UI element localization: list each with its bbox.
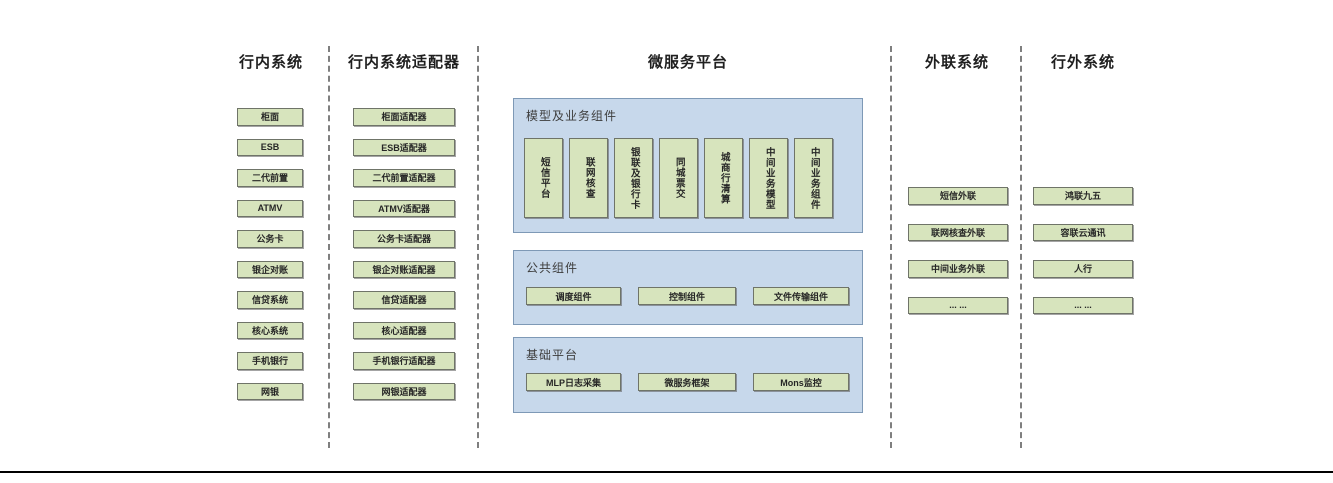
system-box: 柜面 — [237, 108, 303, 126]
component-box: 中间业务模型 — [749, 138, 788, 218]
component-box: 联网核查 — [569, 138, 608, 218]
bottom-rule — [0, 471, 1333, 473]
adapter-box: 手机银行适配器 — [353, 352, 455, 370]
divider-dashed-1 — [328, 46, 330, 448]
panel-model-business-components: 模型及业务组件 短信平台 联网核查 银联及银行卡 同城票交 城商行清算 中间业务… — [513, 98, 863, 233]
adapter-box: 公务卡适配器 — [353, 230, 455, 248]
external-link-box: 中间业务外联 — [908, 260, 1008, 278]
system-box: ESB — [237, 138, 303, 156]
panel-label: 模型及业务组件 — [526, 109, 618, 123]
column-title-external-link-systems: 外联系统 — [924, 54, 989, 71]
external-link-box: 短信外联 — [908, 187, 1008, 205]
system-box: 银企对账 — [237, 260, 303, 278]
panel-public-components: 公共组件 调度组件 控制组件 文件传输组件 — [513, 250, 863, 325]
system-box: 公务卡 — [237, 230, 303, 248]
panel-label: 公共组件 — [526, 261, 579, 275]
external-link-box: ... ... — [908, 296, 1008, 314]
inbank-adapters-list: 柜面适配器 ESB适配器 二代前置适配器 ATMV适配器 公务卡适配器 银企对账… — [353, 108, 455, 400]
adapter-box: 银企对账适配器 — [353, 260, 455, 278]
panel-base-platform: 基础平台 MLP日志采集 微服务框架 Mons监控 — [513, 337, 863, 413]
outside-bank-box: ... ... — [1033, 296, 1133, 314]
inbank-systems-list: 柜面 ESB 二代前置 ATMV 公务卡 银企对账 信贷系统 核心系统 手机银行… — [237, 108, 303, 400]
component-box: 调度组件 — [526, 287, 621, 305]
panel-label: 基础平台 — [526, 348, 579, 362]
outside-bank-box: 鸿联九五 — [1033, 187, 1133, 205]
column-title-microservice-platform: 微服务平台 — [647, 54, 728, 71]
component-box: 文件传输组件 — [753, 287, 849, 305]
system-box: 核心系统 — [237, 321, 303, 339]
adapter-box: 核心适配器 — [353, 321, 455, 339]
component-box: 银联及银行卡 — [614, 138, 653, 218]
adapter-box: ATMV适配器 — [353, 199, 455, 217]
component-box: 微服务框架 — [638, 373, 736, 391]
adapter-box: 网银适配器 — [353, 382, 455, 400]
component-box: 控制组件 — [638, 287, 736, 305]
component-box: 同城票交 — [659, 138, 698, 218]
component-box: 中间业务组件 — [794, 138, 833, 218]
external-link-systems-list: 短信外联 联网核查外联 中间业务外联 ... ... — [908, 187, 1008, 314]
system-box: 信贷系统 — [237, 291, 303, 309]
column-title-outside-bank-systems: 行外系统 — [1050, 54, 1115, 71]
component-box: Mons监控 — [753, 373, 849, 391]
outside-bank-box: 容联云通讯 — [1033, 223, 1133, 241]
column-title-inbank-adapters: 行内系统适配器 — [347, 54, 460, 71]
model-business-components-list: 短信平台 联网核查 银联及银行卡 同城票交 城商行清算 中间业务模型 中间业务组… — [524, 138, 833, 218]
component-box: 城商行清算 — [704, 138, 743, 218]
divider-dashed-4 — [1020, 46, 1022, 448]
column-title-inbank-systems: 行内系统 — [238, 54, 303, 71]
outside-bank-systems-list: 鸿联九五 容联云通讯 人行 ... ... — [1033, 187, 1133, 314]
system-box: 二代前置 — [237, 169, 303, 187]
external-link-box: 联网核查外联 — [908, 223, 1008, 241]
component-box: MLP日志采集 — [526, 373, 621, 391]
divider-dashed-3 — [890, 46, 892, 448]
component-box: 短信平台 — [524, 138, 563, 218]
adapter-box: ESB适配器 — [353, 138, 455, 156]
system-box: 网银 — [237, 382, 303, 400]
divider-dashed-2 — [477, 46, 479, 448]
adapter-box: 信贷适配器 — [353, 291, 455, 309]
system-box: ATMV — [237, 199, 303, 217]
system-box: 手机银行 — [237, 352, 303, 370]
public-components-list: 调度组件 控制组件 文件传输组件 — [526, 287, 849, 305]
adapter-box: 二代前置适配器 — [353, 169, 455, 187]
outside-bank-box: 人行 — [1033, 260, 1133, 278]
base-platform-list: MLP日志采集 微服务框架 Mons监控 — [526, 373, 849, 391]
adapter-box: 柜面适配器 — [353, 108, 455, 126]
